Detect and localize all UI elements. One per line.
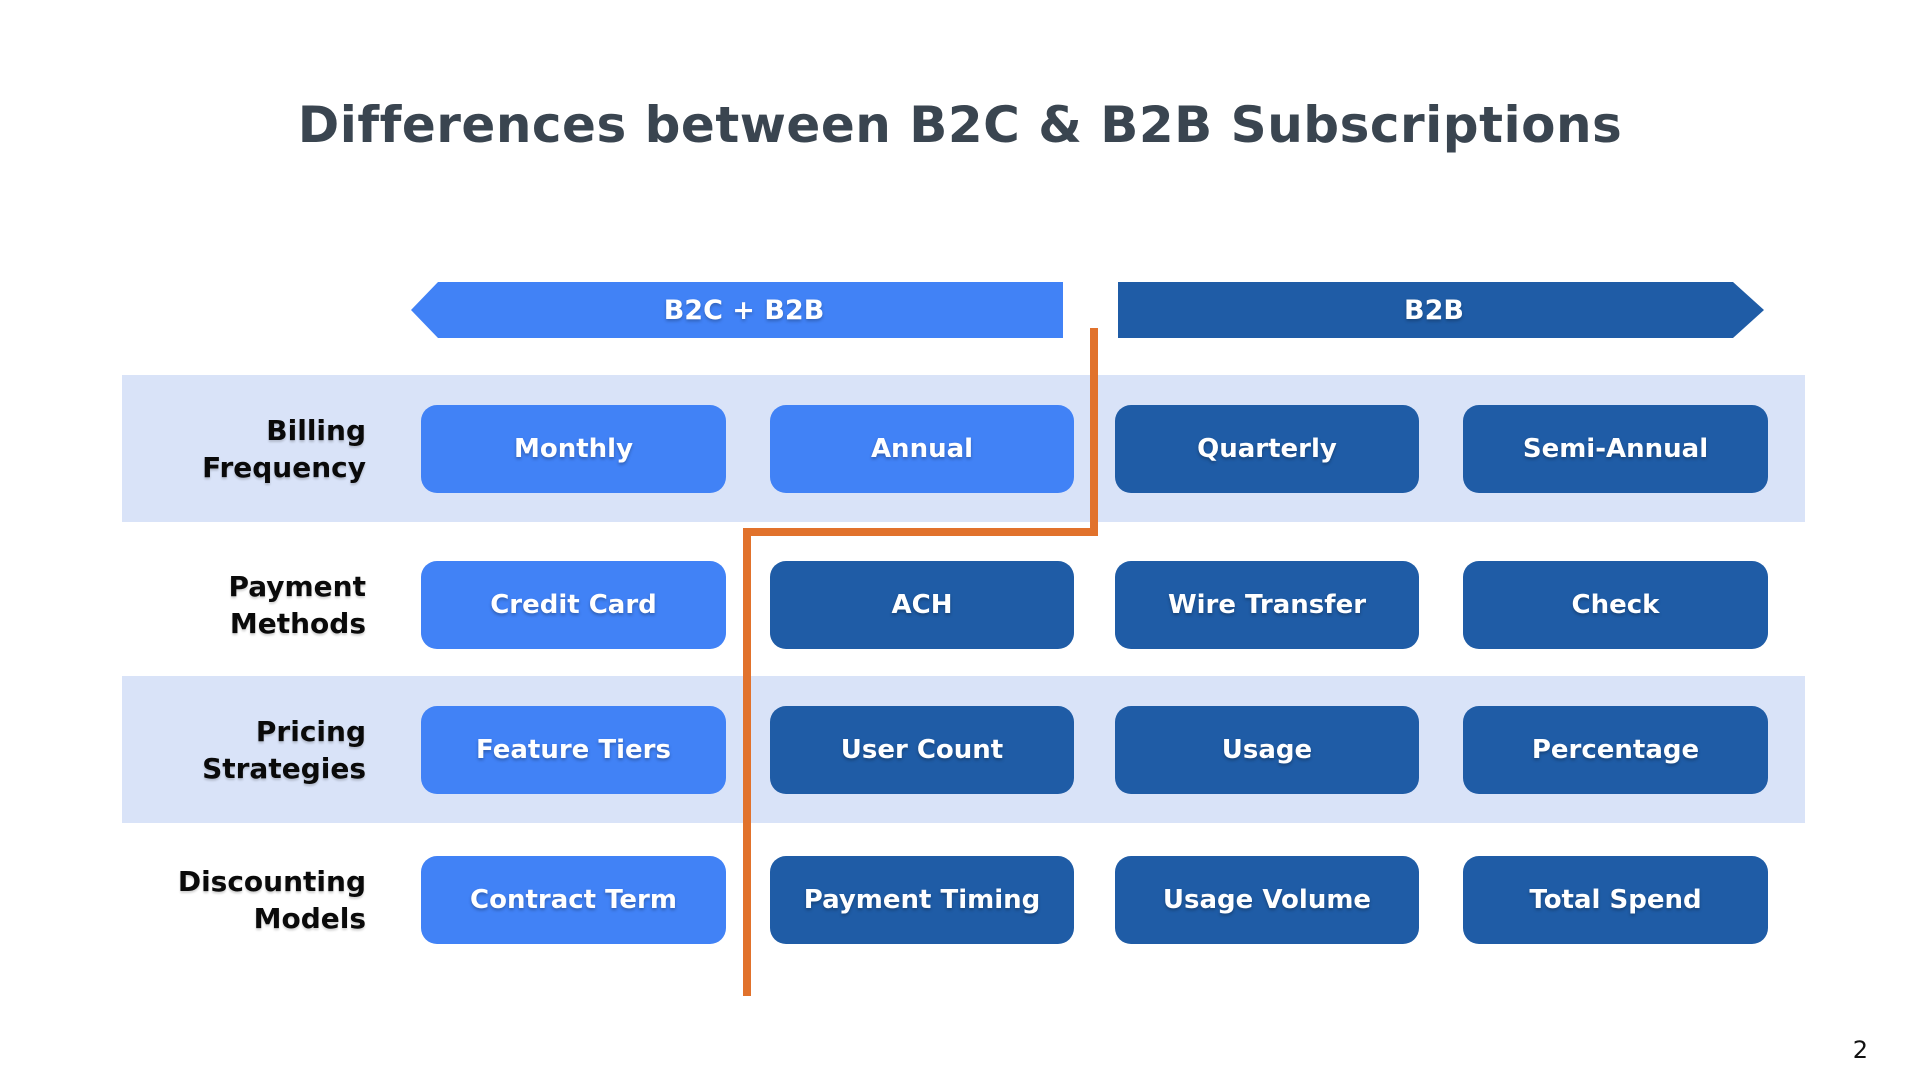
pill-label: Semi-Annual bbox=[1522, 434, 1709, 464]
pill-label: Monthly bbox=[513, 434, 634, 464]
row-label-line: Strategies bbox=[202, 752, 366, 785]
pill-check: Check bbox=[1463, 561, 1768, 649]
banner-b2b: B2B bbox=[1118, 282, 1764, 338]
row-label-line: Frequency bbox=[202, 451, 366, 484]
pill-label: ACH bbox=[891, 590, 953, 620]
row-label-billing-frequency: Billing Frequency bbox=[60, 412, 366, 486]
pill-usage-volume: Usage Volume bbox=[1115, 856, 1419, 944]
row-label-line: Models bbox=[253, 902, 366, 935]
pill-label: Feature Tiers bbox=[476, 735, 671, 765]
banner-b2c-plus-b2b: B2C + B2B bbox=[411, 282, 1063, 338]
pill-label: Percentage bbox=[1531, 735, 1700, 765]
pill-label: Credit Card bbox=[490, 590, 657, 620]
pill-monthly: Monthly bbox=[421, 405, 726, 493]
row-label-discounting-models: Discounting Models bbox=[60, 863, 366, 937]
row-label-line: Payment bbox=[228, 570, 366, 603]
row-label-line: Methods bbox=[229, 607, 366, 640]
pill-payment-timing: Payment Timing bbox=[770, 856, 1074, 944]
pill-label: Check bbox=[1571, 590, 1660, 620]
row-label-pricing-strategies: Pricing Strategies bbox=[60, 713, 366, 787]
pill-contract-term: Contract Term bbox=[421, 856, 726, 944]
pill-percentage: Percentage bbox=[1463, 706, 1768, 794]
row-label-line: Billing bbox=[266, 414, 366, 447]
row-label-payment-methods: Payment Methods bbox=[60, 568, 366, 642]
banner-b2b-label: B2B bbox=[1404, 294, 1464, 326]
pill-quarterly: Quarterly bbox=[1115, 405, 1419, 493]
page-number: 2 bbox=[1852, 1036, 1868, 1064]
pill-label: User Count bbox=[840, 735, 1004, 765]
pill-semi-annual: Semi-Annual bbox=[1463, 405, 1768, 493]
pill-label: Contract Term bbox=[470, 885, 677, 915]
row-label-line: Pricing bbox=[255, 715, 366, 748]
pill-ach: ACH bbox=[770, 561, 1074, 649]
pill-label: Annual bbox=[870, 434, 974, 464]
pill-total-spend: Total Spend bbox=[1463, 856, 1768, 944]
pill-user-count: User Count bbox=[770, 706, 1074, 794]
pill-credit-card: Credit Card bbox=[421, 561, 726, 649]
pill-label: Usage bbox=[1221, 735, 1313, 765]
slide-title: Differences between B2C & B2B Subscripti… bbox=[297, 96, 1623, 154]
banner-b2c-plus-b2b-label: B2C + B2B bbox=[663, 294, 825, 326]
pill-label: Total Spend bbox=[1529, 885, 1702, 915]
row-label-line: Discounting bbox=[177, 865, 366, 898]
pill-feature-tiers: Feature Tiers bbox=[421, 706, 726, 794]
pill-usage: Usage bbox=[1115, 706, 1419, 794]
pill-label: Payment Timing bbox=[803, 885, 1041, 915]
pill-annual: Annual bbox=[770, 405, 1074, 493]
pill-label: Usage Volume bbox=[1162, 885, 1372, 915]
pill-label: Wire Transfer bbox=[1167, 590, 1367, 620]
pill-wire-transfer: Wire Transfer bbox=[1115, 561, 1419, 649]
pill-label: Quarterly bbox=[1197, 434, 1337, 464]
